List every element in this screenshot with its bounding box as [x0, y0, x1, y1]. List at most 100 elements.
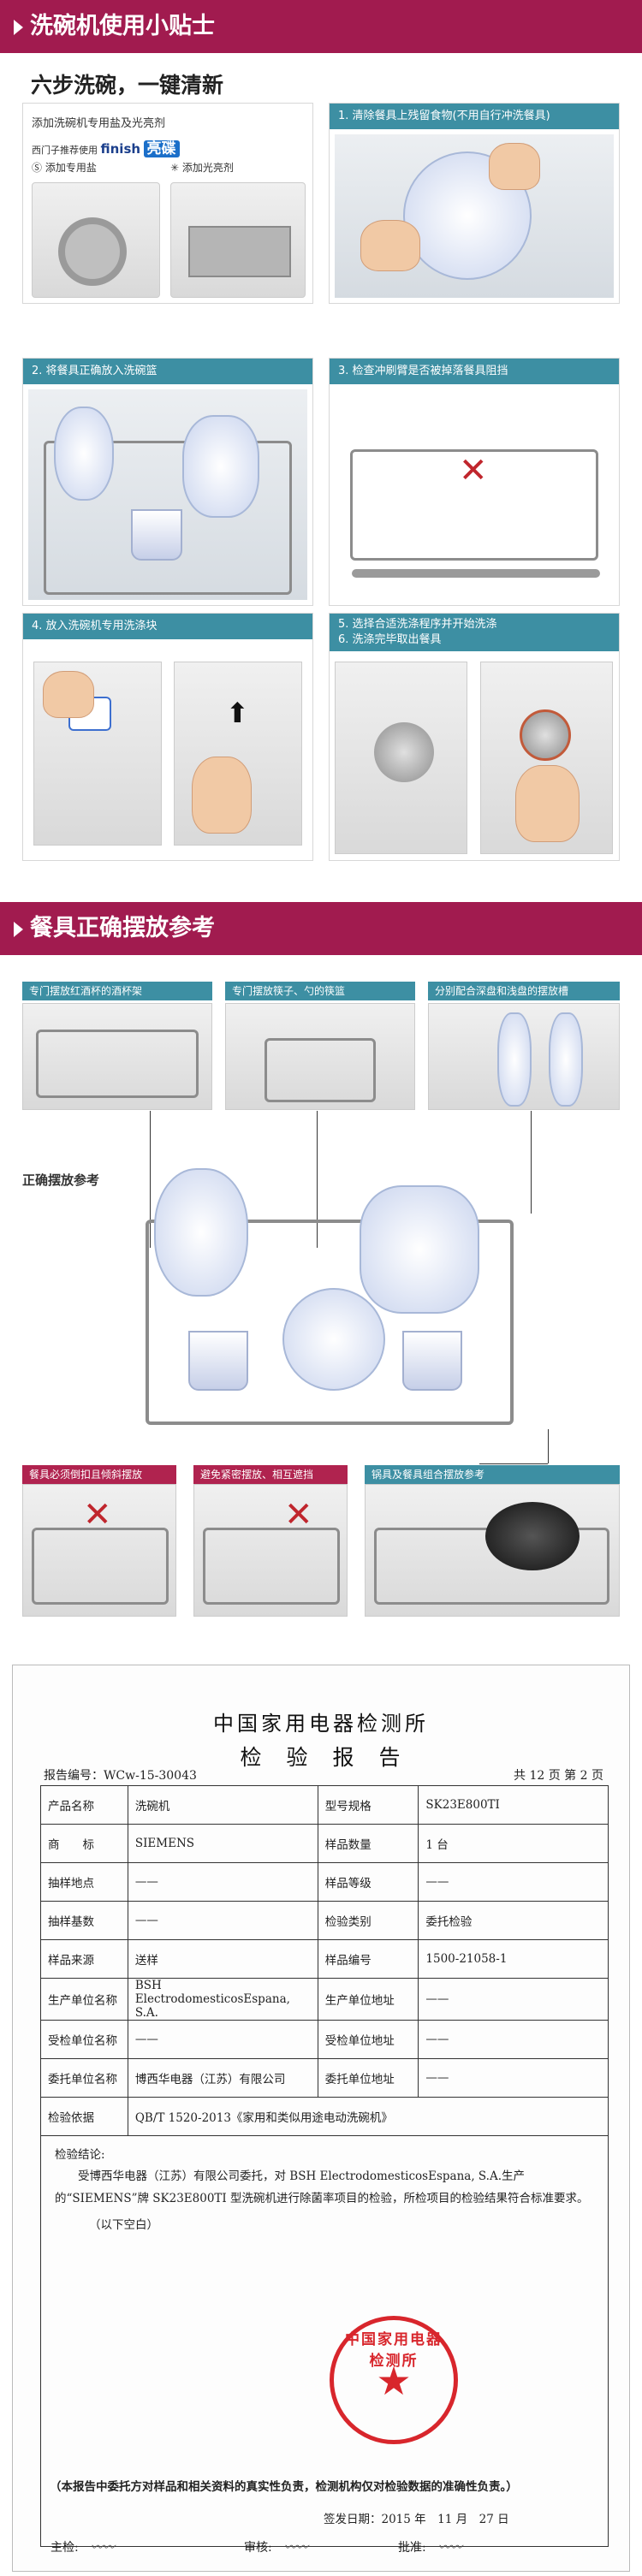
plates-illustration [360, 1185, 479, 1314]
rack-illustration [44, 441, 292, 595]
step3-illustration: ✕ [335, 389, 614, 600]
blank-note: （以下空白） [89, 2218, 158, 2232]
cup-illustration-2 [402, 1331, 462, 1391]
field-value: 委托检验 [418, 1901, 609, 1940]
intro-line2: 西门子推荐使用 finish 亮碟 [32, 136, 180, 157]
step2-panel: 2. 将餐具正确放入洗碗篮 [22, 358, 313, 606]
knob-icon [374, 722, 434, 782]
field-label: 样品编号 [317, 1939, 419, 1979]
table-row: 抽样地点——样品等级—— [40, 1862, 609, 1902]
intro-line1: 添加洗碗机专用盐及光亮剂 [32, 117, 166, 130]
wine-rack-illustration [22, 1003, 212, 1110]
sign-main: 主检: 〰〰 [51, 2538, 115, 2555]
field-value: —— [418, 2058, 609, 2098]
salt-label: Ⓢ 添加专用盐 [32, 160, 97, 175]
salt-cap-illustration [58, 217, 127, 286]
program-knob-illustration [335, 662, 467, 854]
cross-mark-icon: ✕ [284, 1495, 313, 1534]
basis-value: QB/T 1520-2013《家用和类似用途电动洗碗机》 [127, 2097, 609, 2136]
tablet-dispenser-open [33, 662, 162, 846]
caption-tilted: 餐具必须倒扣且倾斜摆放 [22, 1465, 176, 1484]
bowl-stack-illustration [54, 407, 114, 501]
rack-illustration [36, 1030, 199, 1098]
table-row: 检验结论: 受博西华电器（江苏）有限公司委托，对 BSH Electrodome… [40, 2135, 609, 2547]
signature-illustration-2: 〰〰 [283, 2541, 308, 2555]
step5-title: 5. 选择合适洗涤程序并开始洗涤 [338, 618, 497, 631]
field-value: SK23E800TI [418, 1785, 609, 1825]
rack-illustration [32, 1528, 169, 1605]
intro-panel: 添加洗碗机专用盐及光亮剂 西门子推荐使用 finish 亮碟 Ⓢ 添加专用盐 ✳… [22, 103, 313, 304]
brand-finish-logo: finish [100, 141, 141, 157]
tablet-dispenser-closed: ⬆ [174, 662, 302, 846]
rinse-label-text: 添加光亮剂 [181, 162, 234, 174]
report-number: 报告编号：WCw-15-30043 [44, 1769, 197, 1783]
cup-illustration [188, 1331, 248, 1391]
banner-title: 洗碗机使用小贴士 [30, 13, 215, 39]
hand-illustration [515, 765, 580, 842]
field-label: 抽样地点 [40, 1862, 128, 1902]
rinse-label: ✳ 添加光亮剂 [170, 160, 234, 175]
dispenser-illustration [188, 226, 291, 277]
cross-mark-icon: ✕ [459, 451, 488, 490]
caption-plate-slots: 分别配合深盘和浅盘的摆放槽 [428, 982, 620, 1000]
step4-title: 4. 放入洗碗机专用洗涤块 [23, 614, 312, 639]
sign-approve-label: 批准: [398, 2541, 426, 2555]
step2-title: 2. 将餐具正确放入洗碗篮 [23, 359, 312, 384]
dial-icon [520, 709, 571, 761]
disclaimer: （本报告中委托方对样品和相关资料的真实性负责，检测机构仅对检验数据的准确性负责。… [50, 2480, 518, 2494]
step4-panel: 4. 放入洗碗机专用洗涤块 ⬆ [22, 613, 313, 861]
caption-pot-combo: 锅具及餐具组合摆放参考 [365, 1465, 620, 1484]
step5-header: 5. 选择合适洗涤程序并开始洗涤 6. 洗涤完毕取出餐具 [330, 614, 619, 651]
field-label: 生产单位名称 [40, 1978, 128, 2021]
field-label: 抽样基数 [40, 1901, 128, 1940]
callout-line-2 [317, 1111, 318, 1248]
sign-approve: 批准:〰〰 [398, 2538, 462, 2555]
sun-icon: ✳ [170, 162, 182, 174]
sign-main-label: 主检: [51, 2541, 79, 2555]
callout-line-3 [531, 1111, 532, 1214]
conclusion-label: 检验结论: [55, 2148, 105, 2162]
caption-not-tight: 避免紧密摆放、相互遮挡 [193, 1465, 348, 1484]
field-value: 博西华电器（江苏）有限公司 [127, 2058, 318, 2098]
report-pages: 共 12 页 第 2 页 [514, 1769, 603, 1783]
brand-liangdie-logo: 亮碟 [143, 140, 180, 157]
field-label: 受检单位地址 [317, 2020, 419, 2059]
hand-illustration-2 [192, 757, 252, 834]
plate-illustration [497, 1012, 532, 1107]
salt-illustration [32, 182, 160, 298]
report-title: 检 验 报 告 [240, 1745, 402, 1770]
spray-arm-illustration [352, 569, 600, 578]
field-label: 检验类别 [317, 1901, 419, 1940]
field-label: 样品等级 [317, 1862, 419, 1902]
cutlery-basket-illustration [225, 1003, 415, 1110]
field-label: 产品名称 [40, 1785, 128, 1825]
rack-illustration [203, 1528, 340, 1605]
basket-illustration [265, 1038, 376, 1102]
field-value: —— [418, 1862, 609, 1902]
step3-panel: 3. 检查冲刷臂是否被掉落餐具阻挡 ✕ [329, 358, 620, 606]
step3-title: 3. 检查冲刷臂是否被掉落餐具阻挡 [330, 359, 619, 384]
cross-mark-icon: ✕ [83, 1495, 112, 1534]
field-value: —— [127, 1901, 318, 1940]
field-label: 样品数量 [317, 1824, 419, 1863]
field-value: 1500-21058-1 [418, 1939, 609, 1979]
callout-line-4 [479, 1463, 548, 1464]
main-label: 正确摆放参考 [22, 1172, 100, 1188]
signature-illustration: 〰〰 [90, 2541, 115, 2555]
field-value: BSH ElectrodomesticosEspana, S.A. [127, 1978, 318, 2021]
rack-illustration [350, 449, 598, 561]
bowl-stack-illustration [154, 1168, 248, 1297]
page-subtitle: 六步洗碗，一键清新 [31, 73, 224, 98]
table-row: 受检单位名称——受检单位地址—— [40, 2020, 609, 2059]
field-value: —— [418, 2020, 609, 2059]
step6-title: 6. 洗涤完毕取出餐具 [338, 633, 442, 646]
field-value: SIEMENS [127, 1824, 318, 1863]
callout-line-5 [548, 1429, 549, 1463]
field-label: 商 标 [40, 1824, 128, 1863]
table-row: 委托单位名称博西华电器（江苏）有限公司委托单位地址—— [40, 2058, 609, 2098]
table-row: 检验依据 QB/T 1520-2013《家用和类似用途电动洗碗机》 [40, 2097, 609, 2136]
pot-combo-illustration [365, 1484, 620, 1617]
caption-cutlery-basket: 专门摆放筷子、勺的筷篮 [225, 982, 415, 1000]
